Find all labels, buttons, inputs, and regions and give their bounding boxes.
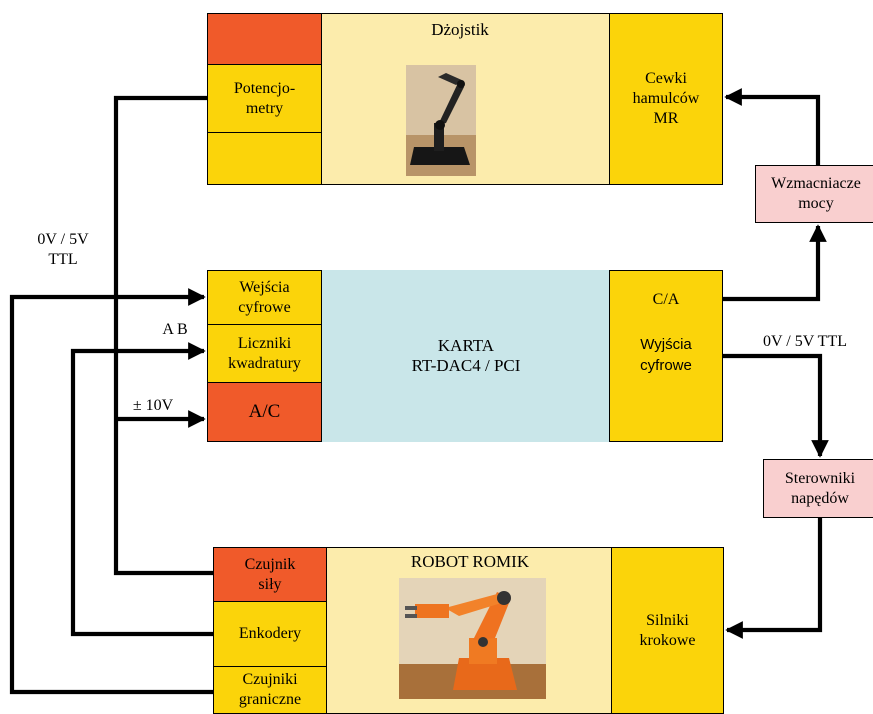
wire-amplifiers-to-brake-coils [726, 97, 818, 165]
wire-drivers-to-steppers [727, 518, 820, 630]
wire-potentiometers-to-adc [116, 98, 213, 573]
wire-encoders-to-counters [73, 351, 213, 634]
wire-dac-to-amplifiers [723, 226, 818, 299]
wire-outputs-to-drivers [723, 356, 820, 456]
